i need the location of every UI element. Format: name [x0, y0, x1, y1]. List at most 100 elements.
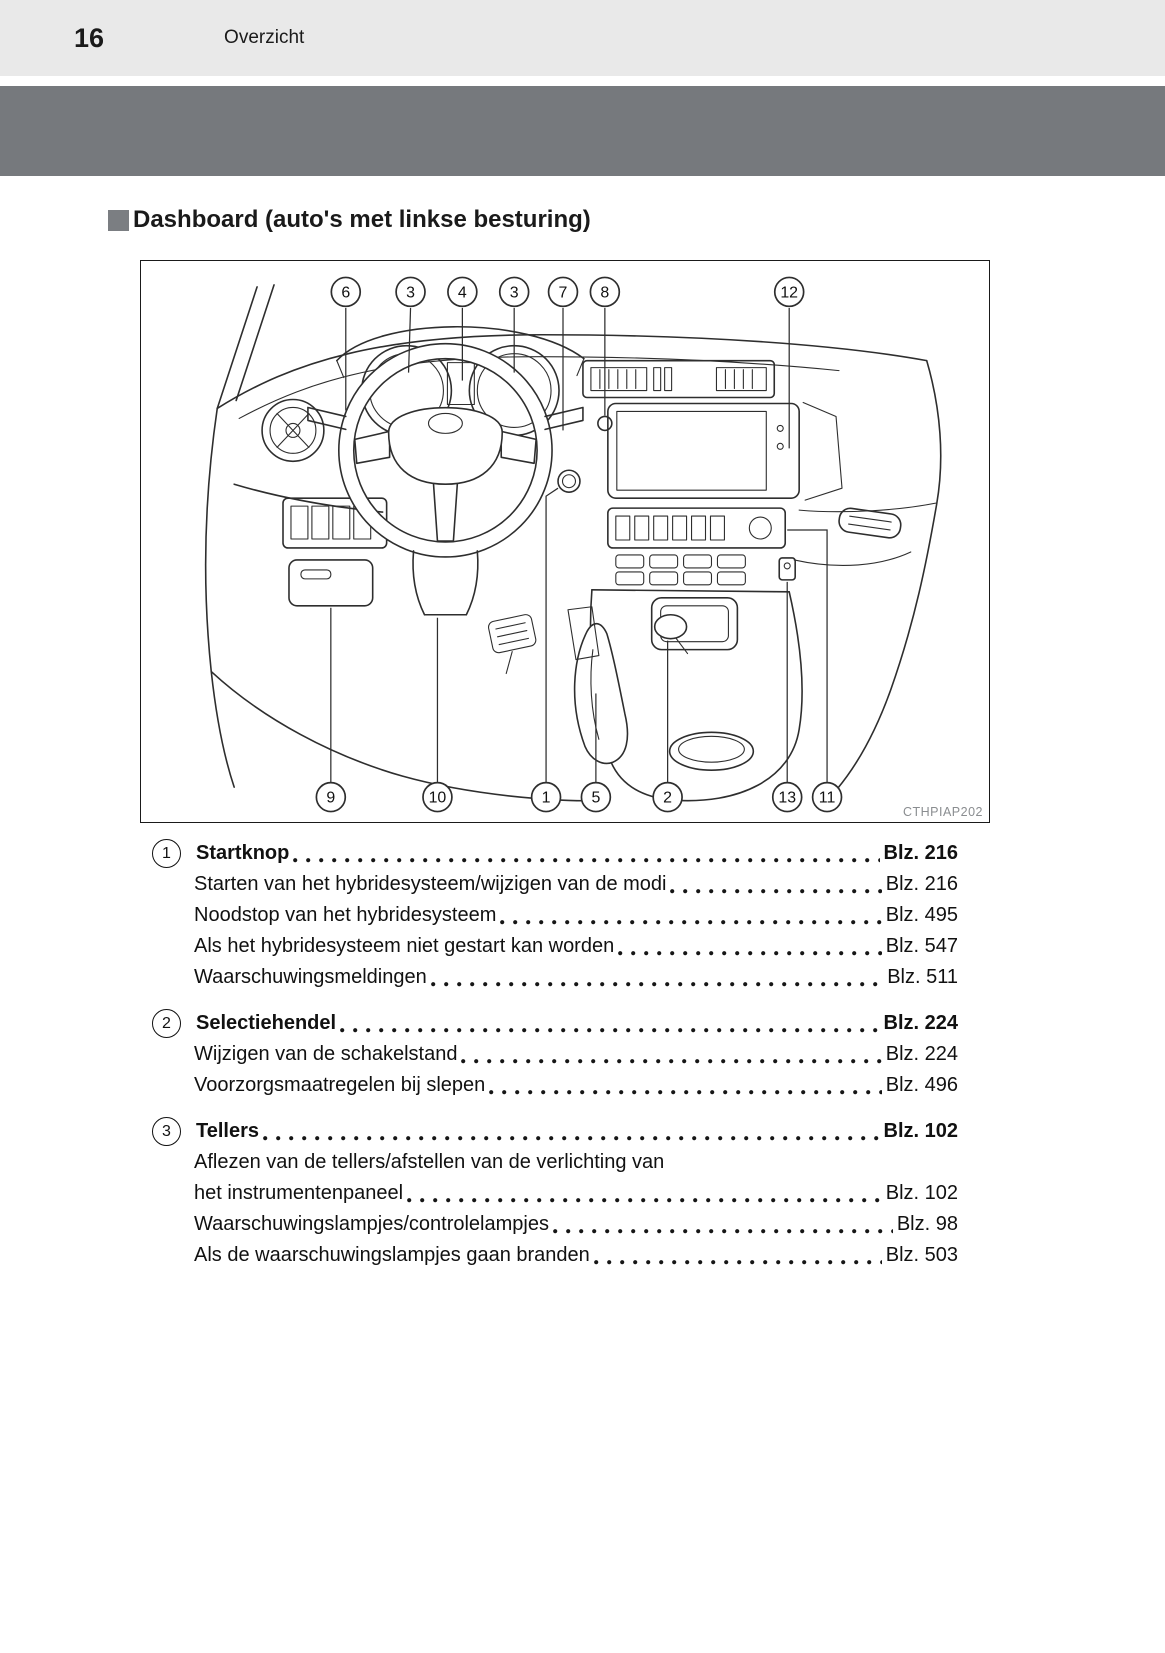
legend-row: Waarschuwingslampjes/controlelampjes Blz.… [194, 1209, 958, 1240]
legend-text: Waarschuwingslampjes/controlelampjes [194, 1213, 549, 1235]
page-ref: Blz. 224 [883, 1012, 958, 1034]
legend-list: 1 Startknop Blz. 216 Starten van het hyb… [152, 838, 958, 1271]
steering-wheel [307, 342, 584, 616]
svg-text:12: 12 [780, 284, 798, 301]
right-stalk [544, 406, 584, 431]
svg-text:2: 2 [663, 790, 672, 807]
figure-callout: 2 [652, 781, 683, 813]
figure-callouts: 6 3 4 3 7 8 12 9 10 1 5 2 13 11 [315, 276, 843, 813]
figure-callout: 6 [330, 276, 362, 308]
svg-text:13: 13 [778, 790, 796, 807]
legend-row: Wijzigen van de schakelstand Blz. 224 [194, 1039, 958, 1070]
start-button [557, 469, 581, 493]
legend-item: 3 Tellers Blz. 102 Aflezen van de teller… [152, 1116, 958, 1271]
item-number-badge: 1 [152, 839, 181, 868]
dot-leader [340, 1021, 880, 1039]
page-ref: Blz. 98 [896, 1213, 958, 1235]
side-air-vent [261, 398, 325, 463]
page-number: 16 [74, 22, 105, 53]
dot-leader [552, 1222, 893, 1240]
dot-leader [461, 1052, 882, 1070]
page-ref: Blz. 102 [885, 1182, 958, 1204]
dot-leader [670, 882, 882, 900]
legend-row: Als de waarschuwingslampjes gaan branden… [194, 1240, 958, 1271]
legend-text: Waarschuwingsmeldingen [194, 966, 427, 988]
dot-leader [593, 1253, 882, 1271]
manual-page: 16 Overzicht Dashboard (auto's met links… [0, 0, 1165, 1271]
legend-item: 1 Startknop Blz. 216 Starten van het hyb… [152, 838, 958, 993]
svg-text:5: 5 [591, 790, 600, 807]
svg-text:1: 1 [542, 790, 551, 807]
heading-bullet-square [108, 209, 129, 231]
legend-row: Als het hybridesysteem niet gestart kan … [194, 931, 958, 962]
dot-leader [430, 975, 884, 993]
page-ref: Blz. 224 [885, 1043, 958, 1065]
dashboard-illustration: 6 3 4 3 7 8 12 9 10 1 5 2 13 11 [204, 276, 942, 813]
legend-row: het instrumentenpaneel Blz. 102 [194, 1178, 958, 1209]
legend-text: Aflezen van de tellers/afstellen van de … [194, 1151, 665, 1173]
figure-callout: 10 [422, 781, 453, 813]
dot-leader [489, 1083, 882, 1101]
figure-callout: 3 [395, 276, 426, 308]
page-ref: Blz. 216 [883, 842, 958, 864]
svg-text:11: 11 [819, 790, 836, 807]
legend-head-row: 2 Selectiehendel Blz. 224 [152, 1008, 958, 1039]
center-console [573, 589, 803, 802]
svg-text:3: 3 [510, 284, 519, 301]
legend-text: Starten van het hybridesysteem/wijzigen … [194, 873, 667, 895]
item-number-badge: 2 [152, 1009, 181, 1038]
legend-head-row: 1 Startknop Blz. 216 [152, 838, 958, 869]
figure-credit: CTHPIAP202 [902, 805, 983, 819]
page-heading: Dashboard (auto's met linkse besturing) [108, 206, 1165, 234]
shift-knob [653, 613, 688, 640]
steering-column [412, 550, 479, 616]
dot-leader [293, 851, 880, 869]
section-title: Overzicht [224, 27, 305, 48]
legend-text: Wijzigen van de schakelstand [194, 1043, 458, 1065]
figure-callout: 12 [773, 276, 805, 308]
left-stalk [307, 406, 347, 431]
pedals [487, 606, 600, 675]
figure-callout: 3 [498, 276, 530, 308]
figure-callout: 8 [589, 276, 621, 308]
page-ref: Blz. 496 [885, 1074, 958, 1096]
legend-title: Tellers [196, 1120, 259, 1142]
legend-text: Voorzorgsmaatregelen bij slepen [194, 1074, 486, 1096]
chapter-band [0, 86, 1165, 176]
right-air-vent [838, 507, 902, 539]
legend-head-row: 3 Tellers Blz. 102 [152, 1116, 958, 1147]
page-ref: Blz. 495 [885, 904, 958, 926]
legend-sub-list: Starten van het hybridesysteem/wijzigen … [194, 869, 958, 993]
legend-text: Noodstop van het hybridesysteem [194, 904, 497, 926]
shift-boot [573, 622, 629, 765]
left-pillar [204, 284, 275, 788]
legend-row: Noodstop van het hybridesysteem Blz. 495 [194, 900, 958, 931]
legend-text: Als de waarschuwingslampjes gaan branden [194, 1244, 590, 1266]
steering-wheel-badge [427, 412, 463, 434]
heading-text: Dashboard (auto's met linkse besturing) [133, 206, 591, 233]
legend-text: het instrumentenpaneel [194, 1182, 404, 1204]
figure-callout: 13 [771, 781, 803, 813]
dashboard-figure: 6 3 4 3 7 8 12 9 10 1 5 2 13 11 CTHPIAP2… [140, 260, 990, 823]
figure-callout: 11 [811, 781, 843, 813]
dot-leader [500, 913, 882, 931]
legend-item: 2 Selectiehendel Blz. 224 Wijzigen van d… [152, 1008, 958, 1101]
svg-text:4: 4 [458, 284, 467, 301]
item-number-badge: 3 [152, 1117, 181, 1146]
climate-control-panel [607, 507, 787, 549]
svg-text:3: 3 [406, 284, 415, 301]
page-ref: Blz. 102 [883, 1120, 958, 1142]
page-header: 16 Overzicht [0, 0, 1165, 76]
cup-holder [668, 731, 755, 771]
figure-callout: 1 [530, 781, 562, 813]
svg-text:8: 8 [600, 284, 609, 301]
leader-lines [330, 307, 828, 783]
page-ref: Blz. 547 [885, 935, 958, 957]
display-screen [607, 401, 843, 501]
legend-sub-list: Wijzigen van de schakelstand Blz. 224 Voo… [194, 1039, 958, 1101]
dashboard-contour [210, 333, 942, 802]
legend-title: Startknop [196, 842, 290, 864]
legend-row: Starten van het hybridesysteem/wijzigen … [194, 869, 958, 900]
figure-callout: 7 [547, 276, 579, 308]
